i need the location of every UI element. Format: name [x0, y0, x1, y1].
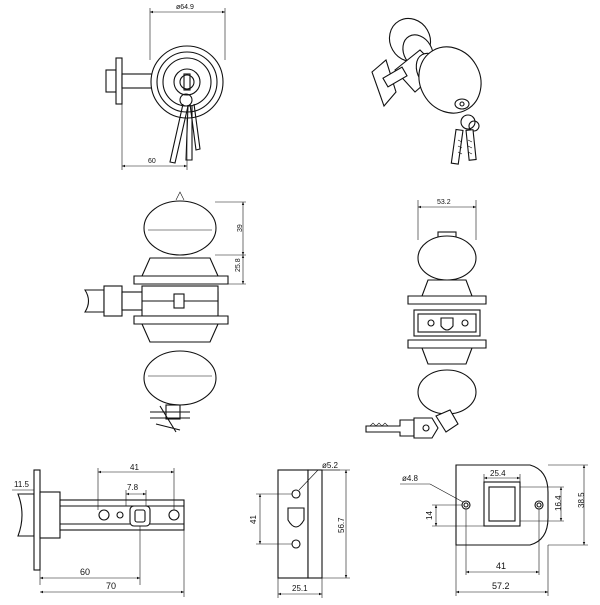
- view-faceplate: ø5.2 41 56.7 25.1: [249, 461, 350, 598]
- dim-plate-thickness: 11.5: [14, 480, 30, 489]
- view-isometric: [371, 17, 482, 165]
- view-front-elevation: 53.2: [365, 199, 487, 439]
- key-stub-icon: [150, 404, 190, 433]
- dim-hole-span: 41: [130, 463, 139, 472]
- dim-rose-height: 25.8: [235, 258, 242, 272]
- dim-opening-height: 16.4: [554, 495, 563, 511]
- dim-faceplate-height: 56.7: [337, 517, 346, 533]
- dim-overall-diameter: ø64.9: [176, 4, 194, 11]
- view-strike-plate: ø4.8 25.4 16.4 38.5 14 41 57.2: [400, 464, 588, 596]
- keys-icon: [169, 93, 201, 164]
- dim-knob-diameter: 53.2: [437, 199, 451, 206]
- keys-icon: [450, 114, 480, 165]
- dim-strike-height: 38.5: [577, 492, 586, 508]
- dim-slot-width: 7.8: [127, 483, 139, 492]
- view-latch: 11.5 41 7.8 60 70: [12, 463, 185, 597]
- dim-backset: 60: [148, 158, 156, 165]
- dim-opening-width: 25.4: [490, 469, 506, 478]
- dim-screw-diameter: ø5.2: [322, 461, 339, 470]
- view-side-elevation: 39 25.8: [83, 191, 246, 433]
- dim-strike-offset: 14: [425, 511, 434, 520]
- view-outside-knob: ø64.9 60: [105, 4, 226, 170]
- dim-strike-length: 57.2: [492, 581, 510, 591]
- dim-strike-pitch: 41: [496, 561, 506, 571]
- dim-knob-height: 39: [237, 224, 244, 232]
- dim-faceplate-pitch: 41: [249, 515, 258, 524]
- dim-backset-60: 60: [80, 567, 90, 577]
- dim-faceplate-width: 25.1: [292, 584, 308, 593]
- key-icon: [365, 409, 459, 439]
- dim-strike-hole: ø4.8: [402, 474, 419, 483]
- dim-length-70: 70: [106, 581, 116, 591]
